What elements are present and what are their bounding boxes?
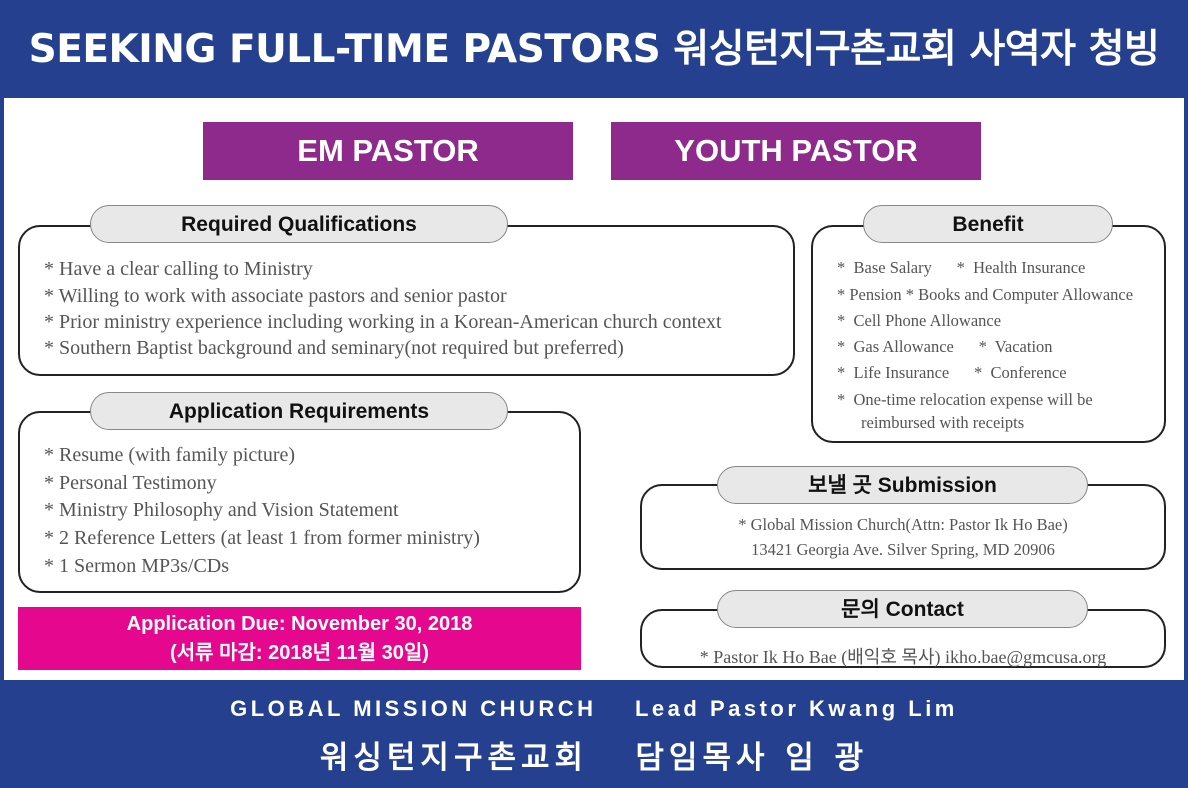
qualification-item: * Willing to work with associate pastors…	[44, 285, 507, 307]
qualification-item: * Have a clear calling to Ministry	[44, 258, 313, 280]
application-box	[18, 411, 581, 593]
application-item: * 2 Reference Letters (at least 1 from f…	[44, 527, 480, 549]
qualifications-title: Required Qualifications	[90, 205, 508, 243]
contact-title: 문의 Contact	[717, 590, 1088, 628]
page-title: SEEKING FULL-TIME PASTORS 워싱턴지구촌교회 사역자 청…	[0, 0, 1188, 98]
benefit-line: * Base Salary * Health Insurance	[837, 258, 1086, 277]
due-date-english: Application Due: November 30, 2018	[126, 613, 473, 635]
application-title: Application Requirements	[90, 392, 508, 430]
submission-address-line: 13421 Georgia Ave. Silver Spring, MD 209…	[751, 540, 1055, 559]
submission-address-line: * Global Mission Church(Attn: Pastor Ik …	[738, 515, 1068, 534]
benefit-line: * Gas Allowance * Vacation	[837, 337, 1053, 356]
benefit-title: Benefit	[863, 205, 1113, 243]
submission-title: 보낼 곳 Submission	[717, 466, 1088, 504]
footer: GLOBAL MISSION CHURCH Lead Pastor Kwang …	[0, 680, 1188, 788]
position-em-pastor: EM PASTOR	[203, 122, 573, 180]
contact-line: * Pastor Ik Ho Bae (배익호 목사) ikho.bae@gmc…	[699, 647, 1107, 667]
benefit-line: * One-time relocation expense will be	[837, 390, 1093, 409]
qualification-item: * Prior ministry experience including wo…	[44, 311, 722, 333]
benefit-line: * Pension * Books and Computer Allowance	[837, 285, 1134, 304]
qualifications-box	[18, 225, 795, 376]
benefit-line: * Life Insurance * Conference	[837, 363, 1067, 382]
benefit-box	[811, 225, 1166, 443]
application-due-banner: Application Due: November 30, 2018 (서류 마…	[18, 607, 581, 670]
application-item: * Personal Testimony	[44, 472, 217, 494]
benefit-line: reimbursed with receipts	[861, 413, 1025, 432]
benefit-line: * Cell Phone Allowance	[837, 311, 1002, 330]
qualification-item: * Southern Baptist background and semina…	[44, 337, 624, 359]
footer-church-korean: 워싱턴지구촌교회 담임목사 임 광	[319, 740, 869, 776]
due-date-korean: (서류 마감: 2018년 11월 30일)	[170, 642, 429, 664]
application-item: * 1 Sermon MP3s/CDs	[44, 555, 230, 577]
position-youth-pastor: YOUTH PASTOR	[611, 122, 981, 180]
application-item: * Resume (with family picture)	[44, 444, 296, 466]
footer-church-english: GLOBAL MISSION CHURCH Lead Pastor Kwang …	[230, 696, 958, 721]
application-item: * Ministry Philosophy and Vision Stateme…	[44, 499, 399, 521]
